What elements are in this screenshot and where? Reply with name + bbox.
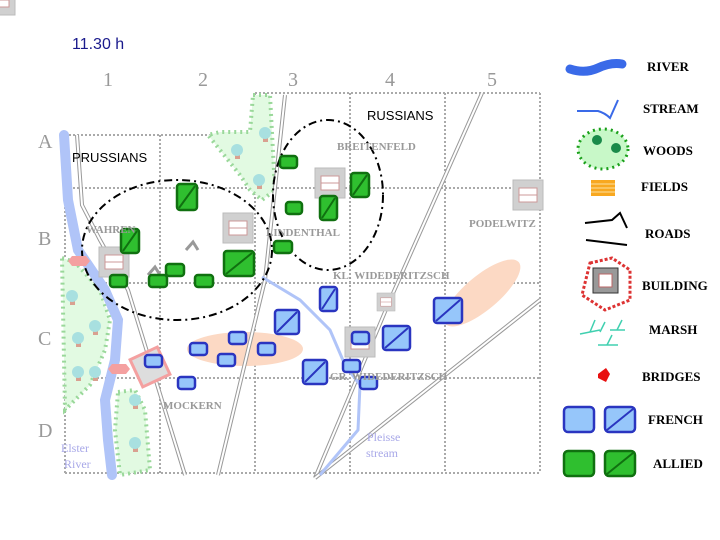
elster-label: Elster bbox=[61, 441, 89, 455]
place-lindenthal: LINDENTHAL bbox=[266, 227, 340, 239]
legend-bridges: BRIDGES bbox=[642, 369, 701, 384]
prussian-zone bbox=[81, 179, 273, 321]
allied-unit[interactable] bbox=[272, 239, 294, 255]
french-units bbox=[143, 285, 464, 391]
elster-river bbox=[59, 130, 124, 480]
bridge-icon bbox=[108, 364, 130, 374]
allied-unit[interactable] bbox=[147, 273, 169, 289]
legend-marsh: MARSH bbox=[649, 322, 697, 337]
building-icon bbox=[580, 256, 632, 312]
bridge-icon bbox=[68, 256, 90, 266]
legend-french: FRENCH bbox=[648, 412, 703, 427]
woods-icon bbox=[576, 127, 630, 171]
column-label: 4 bbox=[385, 69, 395, 91]
allied-unit[interactable] bbox=[278, 154, 299, 170]
legend-roads: ROADS bbox=[645, 226, 691, 241]
row-labels: A B C D bbox=[38, 131, 53, 442]
french-unit[interactable] bbox=[188, 341, 209, 357]
stream-icon bbox=[577, 99, 619, 120]
row-label: C bbox=[38, 328, 51, 350]
prussians-label: PRUSSIANS bbox=[72, 150, 147, 165]
french-unit[interactable] bbox=[358, 375, 379, 391]
place-wahren: WAHREN bbox=[86, 224, 136, 236]
legend-allied: ALLIED bbox=[653, 456, 703, 471]
bridge-legend-icon bbox=[598, 368, 610, 382]
french-unit-icon bbox=[562, 405, 596, 434]
place-podelwitz: PODELWITZ bbox=[469, 218, 536, 230]
marsh-icon bbox=[579, 319, 625, 346]
legend-stream: STREAM bbox=[643, 101, 699, 116]
legend: RIVER STREAM WOODS FIELDS ROADS BUILDING… bbox=[562, 59, 708, 478]
french-unit[interactable] bbox=[350, 330, 371, 346]
column-label: 5 bbox=[487, 69, 497, 91]
row-label: D bbox=[38, 420, 52, 442]
french-unit[interactable] bbox=[216, 352, 237, 368]
legend-woods: WOODS bbox=[643, 143, 693, 158]
french-unit[interactable] bbox=[227, 330, 248, 346]
fields-icon bbox=[591, 180, 615, 196]
column-label: 2 bbox=[198, 69, 208, 91]
french-unit[interactable] bbox=[143, 353, 164, 369]
place-gr-widederitzsch: GR. WIDEDERITZSCH bbox=[330, 371, 448, 383]
allied-unit[interactable] bbox=[108, 273, 129, 289]
place-mockern: MOCKERN bbox=[163, 400, 222, 412]
river-icon bbox=[565, 59, 627, 76]
place-kl-widederitzsch: KL. WIDEDERITZSCH bbox=[333, 270, 450, 282]
advance-arrow-icon bbox=[146, 239, 200, 276]
allied-unit[interactable] bbox=[164, 262, 186, 278]
time-label: 11.30 h bbox=[72, 36, 124, 53]
pleisse-label: Pleisse bbox=[367, 430, 400, 444]
allied-unit-icon bbox=[562, 449, 596, 478]
column-label: 1 bbox=[103, 69, 113, 91]
allied-unit[interactable] bbox=[193, 273, 215, 289]
legend-fields: FIELDS bbox=[641, 179, 688, 194]
allied-units bbox=[108, 154, 371, 289]
place-breitenfeld: BREITENFELD bbox=[337, 141, 416, 153]
russian-zone bbox=[272, 119, 384, 271]
allied-unit[interactable] bbox=[284, 200, 304, 216]
legend-building: BUILDING bbox=[642, 278, 708, 293]
stream-label: stream bbox=[366, 446, 399, 460]
row-label: A bbox=[38, 131, 53, 153]
column-label: 3 bbox=[288, 69, 298, 91]
russians-label: RUSSIANS bbox=[367, 108, 434, 123]
roads-icon bbox=[584, 211, 628, 246]
river-label: River bbox=[64, 457, 91, 471]
french-unit[interactable] bbox=[176, 375, 197, 391]
column-labels: 1 2 3 4 5 bbox=[103, 69, 497, 91]
french-unit[interactable] bbox=[256, 341, 277, 357]
row-label: B bbox=[38, 228, 51, 250]
legend-river: RIVER bbox=[647, 59, 690, 74]
french-unit[interactable] bbox=[341, 358, 362, 374]
marsh-area bbox=[187, 332, 303, 366]
